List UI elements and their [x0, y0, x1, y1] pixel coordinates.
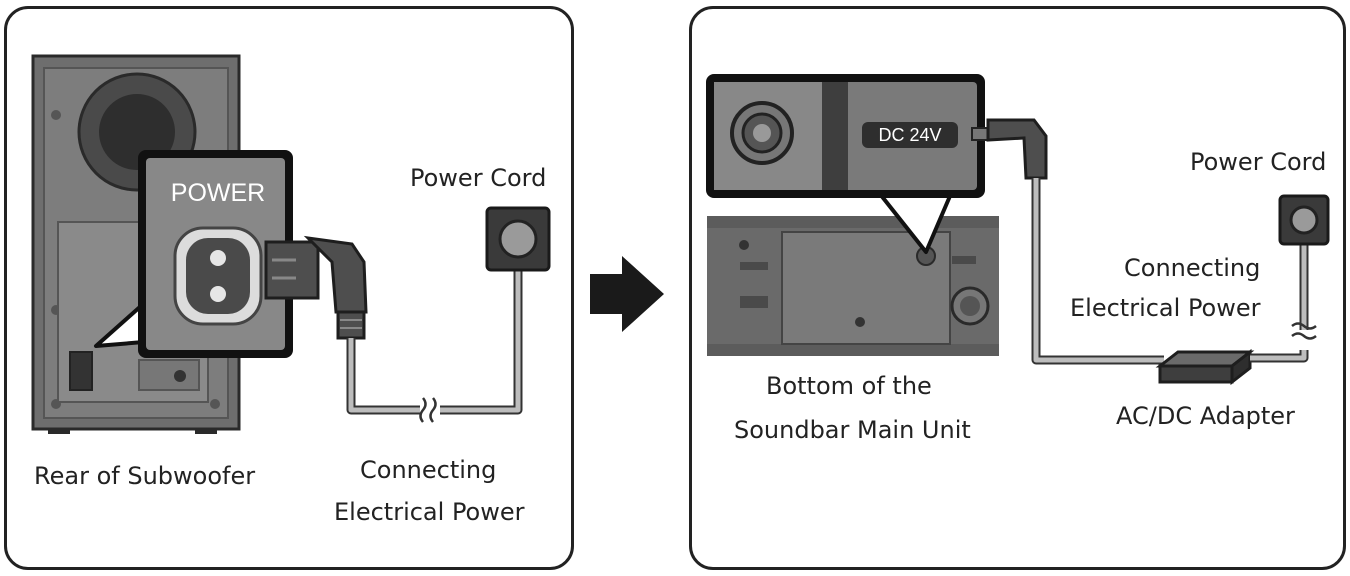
left-connecting-label-line2: Electrical Power	[334, 498, 525, 526]
left-power-plug	[264, 235, 368, 340]
left-connecting-label-line1: Connecting	[360, 456, 497, 484]
rear-of-subwoofer-label: Rear of Subwoofer	[34, 462, 256, 490]
power-callout: POWER	[94, 150, 293, 358]
left-wall-outlet-icon	[485, 206, 551, 272]
right-wall-outlet-icon	[1278, 194, 1330, 246]
right-cord-break-icon	[1291, 322, 1317, 340]
soundbar-illustration	[707, 216, 999, 356]
power-callout-label: POWER	[171, 179, 265, 207]
right-connecting-label-line2: Electrical Power	[1070, 294, 1261, 322]
ac-dc-adapter-icon	[1155, 348, 1255, 386]
dc-callout: DC 24V	[706, 74, 985, 254]
arrow-right-icon	[590, 256, 664, 332]
right-power-cord-label: Power Cord	[1190, 148, 1327, 176]
soundbar-bottom-label-line2: Soundbar Main Unit	[734, 416, 971, 444]
dc-port-label: DC 24V	[878, 125, 941, 145]
soundbar-bottom-label-line1: Bottom of the	[766, 372, 932, 400]
cord-break-icon	[419, 397, 437, 423]
right-connecting-label-line1: Connecting	[1124, 254, 1261, 282]
left-power-cord-label: Power Cord	[410, 164, 547, 192]
adapter-label: AC/DC Adapter	[1116, 402, 1295, 430]
